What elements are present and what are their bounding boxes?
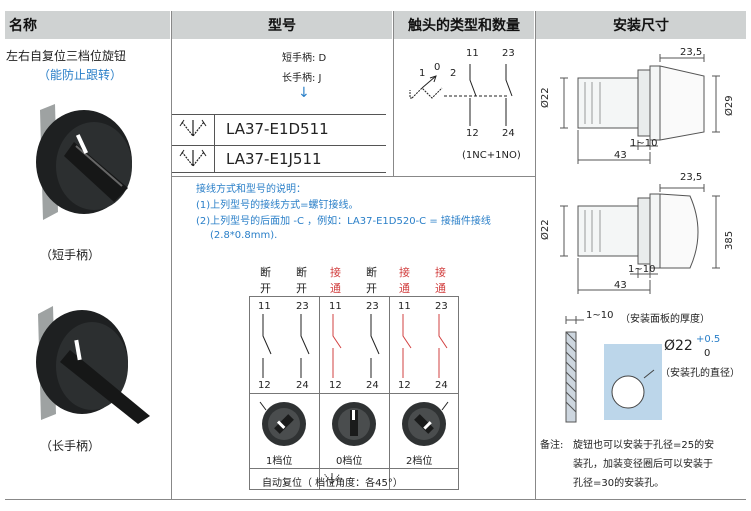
hole-diameter: Ø22 <box>664 338 693 354</box>
dimension-label: 23,5 <box>680 47 703 58</box>
state-label: 通 <box>399 282 410 295</box>
header-mounting: 安装尺寸 <box>536 11 746 39</box>
remark-line: 旋钮也可以安装于孔径=25的安 <box>573 440 715 451</box>
panel-thickness-note: （安装面板的厚度） <box>620 314 710 325</box>
dimension-label: Ø22 <box>540 219 551 240</box>
terminal-label: 11 <box>398 301 411 312</box>
three-position-icon <box>179 149 207 167</box>
terminal-label: 12 <box>329 380 342 391</box>
terminal-label: 23 <box>502 48 515 59</box>
wiring-notes-title: 接线方式和型号的说明： <box>196 184 306 195</box>
state-label: 断 <box>366 266 377 279</box>
wiring-note-3: (2.8*0.8mm). <box>210 230 278 241</box>
long-handle-code: 长手柄: J <box>282 73 322 84</box>
col-divider-1 <box>171 11 172 500</box>
knob-position-2-icon <box>402 401 449 446</box>
dimension-drawing-long <box>560 184 720 294</box>
state-label: 开 <box>296 282 307 295</box>
position-number: 0 <box>434 62 441 73</box>
dimension-label: Ø22 <box>540 87 551 108</box>
state-label: 通 <box>435 282 446 295</box>
state-label: 开 <box>366 282 377 295</box>
terminal-label: 23 <box>296 301 309 312</box>
terminal-label: 24 <box>502 128 515 139</box>
product-title: 左右自复位三档位旋钮 <box>6 49 127 63</box>
knob-position-0-icon <box>332 402 376 446</box>
state-label: 开 <box>260 282 271 295</box>
dimension-label: 1~10 <box>630 138 658 149</box>
short-handle-photo <box>36 104 132 220</box>
long-handle-photo <box>36 306 150 424</box>
position-number: 2 <box>450 68 457 79</box>
terminal-label: 23 <box>435 301 448 312</box>
state-label: 接 <box>399 266 410 279</box>
terminal-label: 11 <box>329 301 342 312</box>
dimension-label: 23,5 <box>680 172 703 183</box>
terminal-label: 12 <box>398 380 411 391</box>
panel-cutout-drawing <box>565 316 662 423</box>
terminal-label: 23 <box>366 301 379 312</box>
model-code: LA37-E1J511 <box>226 150 322 168</box>
terminal-label: 24 <box>366 380 379 391</box>
bottom-rule <box>5 499 746 500</box>
position-label: 0档位 <box>336 456 363 467</box>
remark-line: 装孔，加装变径圈后可以安装于 <box>573 459 713 470</box>
wiring-note-1: (1)上列型号的接线方式=螺钉接线。 <box>196 200 359 211</box>
dimension-label: 1~10 <box>628 264 656 275</box>
contact-switch-diagrams <box>262 314 448 378</box>
state-label: 断 <box>260 266 271 279</box>
dimension-drawing-short <box>560 54 720 164</box>
wiring-note-2: (2)上列型号的后面加 -C ，例如：LA37-E1D520-C = 接插件接线 <box>196 216 491 227</box>
contact-table-divider <box>249 393 459 394</box>
model-rule <box>172 176 535 177</box>
position-label: 1档位 <box>266 456 293 467</box>
panel-thickness-range: 1~10 <box>586 310 614 321</box>
state-label: 通 <box>330 282 341 295</box>
state-label: 接 <box>435 266 446 279</box>
position-label: 2档位 <box>406 456 433 467</box>
knob-position-1-icon <box>259 401 306 446</box>
dimension-label: 43 <box>614 280 627 291</box>
dimension-label: 385 <box>724 230 735 250</box>
terminal-label: 12 <box>258 380 271 391</box>
three-position-icon <box>324 473 340 485</box>
hole-diameter-note: （安装孔的直径） <box>660 368 740 379</box>
short-handle-caption: （短手柄） <box>40 248 101 262</box>
col-divider-2 <box>393 11 394 176</box>
header-name: 名称 <box>5 11 170 39</box>
contact-symbol-diagram <box>409 64 513 126</box>
short-handle-code: 短手柄: D <box>282 53 327 64</box>
col-divider-3 <box>535 11 536 500</box>
header-model: 型号 <box>172 11 392 39</box>
dimension-label: 43 <box>614 150 627 161</box>
hole-tolerance-zero: 0 <box>704 348 711 359</box>
contact-table-divider <box>249 468 459 469</box>
product-subtitle: （能防止跟转） <box>38 68 123 82</box>
code-rule-side <box>214 114 215 172</box>
state-label: 接 <box>330 266 341 279</box>
remark-line: 孔径=30的安装孔。 <box>573 478 665 489</box>
code-rule-bottom <box>172 172 386 173</box>
terminal-label: 12 <box>466 128 479 139</box>
state-label: 断 <box>296 266 307 279</box>
header-contacts: 触头的类型和数量 <box>394 11 534 39</box>
long-handle-caption: （长手柄） <box>40 439 101 453</box>
arrow-down-icon: ↓ <box>298 85 310 101</box>
terminal-label: 24 <box>435 380 448 391</box>
code-rule-mid <box>172 145 386 146</box>
code-rule-top <box>172 114 386 115</box>
terminal-label: 24 <box>296 380 309 391</box>
model-code: LA37-E1D511 <box>226 120 329 138</box>
terminal-label: 11 <box>258 301 271 312</box>
position-number: 1 <box>419 68 426 79</box>
remark-label: 备注: <box>540 440 564 451</box>
contact-type: (1NC+1NO) <box>462 150 521 161</box>
hole-tolerance-plus: +0.5 <box>696 334 721 345</box>
dimension-label: Ø29 <box>724 95 735 116</box>
terminal-label: 11 <box>466 48 479 59</box>
three-position-icon <box>179 119 207 137</box>
